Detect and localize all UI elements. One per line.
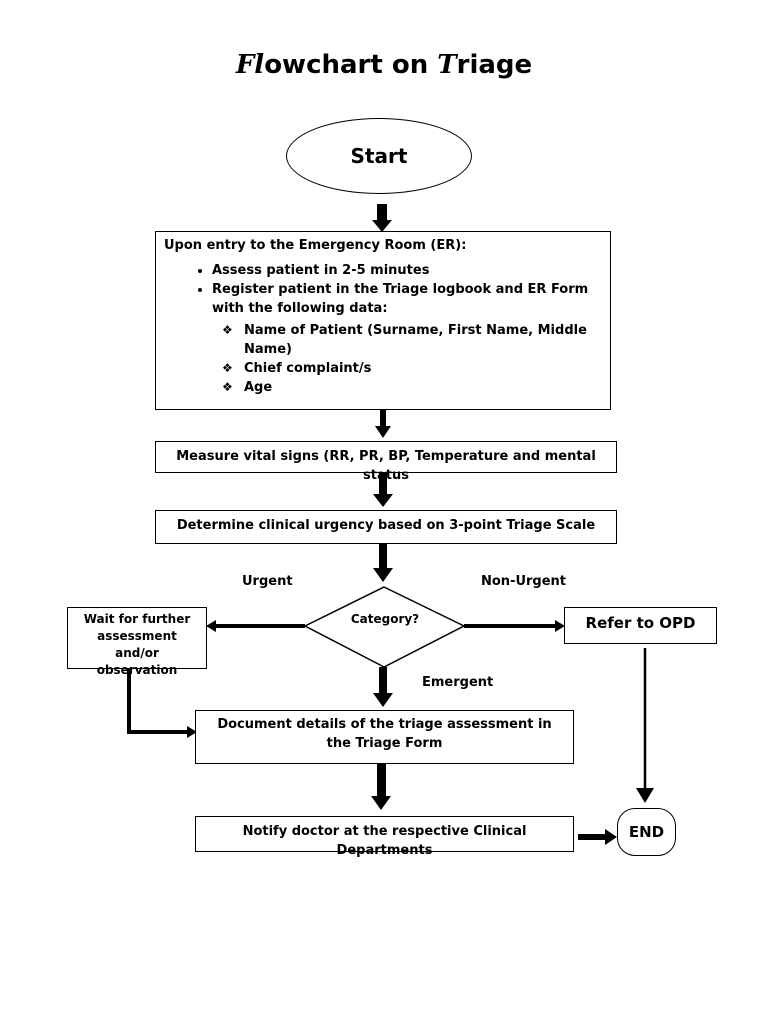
- title-part-1: owchart on: [264, 50, 438, 80]
- entry-sub-bullet-text: Age: [244, 380, 273, 395]
- end-label: END: [628, 823, 665, 841]
- arrow-notify-end: [578, 829, 617, 845]
- wait-step-box: Wait for further assessment and/or obser…: [67, 607, 207, 677]
- entry-bullet: Assess patient in 2-5 minutes: [212, 261, 602, 280]
- vitals-text: Measure vital signs (RR, PR, BP, Tempera…: [176, 449, 596, 483]
- arrow-category-document: [373, 667, 393, 707]
- flow-arrows: [371, 204, 617, 845]
- wait-text: Wait for further assessment and/or obser…: [83, 612, 191, 677]
- entry-sub-bullets: ❖ Name of Patient (Surname, First Name, M…: [164, 321, 602, 397]
- entry-sub-bullet-text: Name of Patient (Surname, First Name, Mi…: [244, 323, 587, 357]
- arrow-start-entry: [372, 204, 392, 232]
- refer-step-box: Refer to OPD: [564, 607, 717, 644]
- entry-bullets: Assess patient in 2-5 minutes Register p…: [164, 261, 602, 318]
- entry-heading: Upon entry to the Emergency Room (ER):: [164, 238, 467, 253]
- notify-text: Notify doctor at the respective Clinical…: [242, 824, 527, 858]
- arrowhead-to-refer: [555, 620, 565, 632]
- page-title: Flowchart on Triage: [0, 50, 768, 80]
- diamond-bullet-icon: ❖: [222, 361, 233, 375]
- arrow-vitals-urgency: [373, 473, 393, 507]
- notify-step-box: Notify doctor at the respective Clinical…: [195, 816, 574, 858]
- diamond-bullet-icon: ❖: [222, 380, 233, 394]
- arrow-urgency-category: [373, 544, 393, 582]
- entry-bullet: Register patient in the Triage logbook a…: [212, 280, 602, 318]
- urgency-text: Determine clinical urgency based on 3-po…: [176, 518, 596, 533]
- diamond-bullet-icon: ❖: [222, 323, 233, 337]
- branch-label-emergent: Emergent: [422, 675, 494, 690]
- entry-sub-bullet-text: Chief complaint/s: [244, 361, 372, 376]
- arrow-entry-vitals: [375, 410, 391, 438]
- document-step-box: Document details of the triage assessmen…: [195, 710, 574, 764]
- arrowhead-to-document: [187, 726, 197, 738]
- branch-label-urgent: Urgent: [242, 574, 293, 589]
- entry-sub-bullet: ❖ Name of Patient (Surname, First Name, M…: [222, 321, 602, 359]
- arrow-document-notify: [371, 764, 391, 810]
- category-diamond: [303, 586, 466, 668]
- branch-label-non-urgent: Non-Urgent: [481, 574, 567, 589]
- line-wait-document: [127, 669, 188, 734]
- title-initial: Fl: [235, 50, 265, 80]
- vitals-step-box: Measure vital signs (RR, PR, BP, Tempera…: [155, 441, 617, 483]
- end-node: END: [617, 808, 676, 856]
- start-node: Start: [286, 118, 472, 194]
- start-label: Start: [350, 144, 408, 168]
- arrowhead-to-end: [636, 788, 654, 803]
- urgency-step-box: Determine clinical urgency based on 3-po…: [155, 510, 617, 544]
- entry-sub-bullet: ❖ Chief complaint/s: [222, 359, 602, 378]
- entry-step-box: Upon entry to the Emergency Room (ER): A…: [155, 231, 611, 410]
- decision-text: Category?: [350, 612, 420, 626]
- entry-sub-bullet: ❖ Age: [222, 378, 602, 397]
- refer-text: Refer to OPD: [585, 614, 696, 632]
- arrowhead-to-wait: [206, 620, 216, 632]
- document-text: Document details of the triage assessmen…: [217, 717, 552, 751]
- title-part-2: riage: [456, 50, 533, 80]
- title-initial-2: T: [437, 50, 457, 80]
